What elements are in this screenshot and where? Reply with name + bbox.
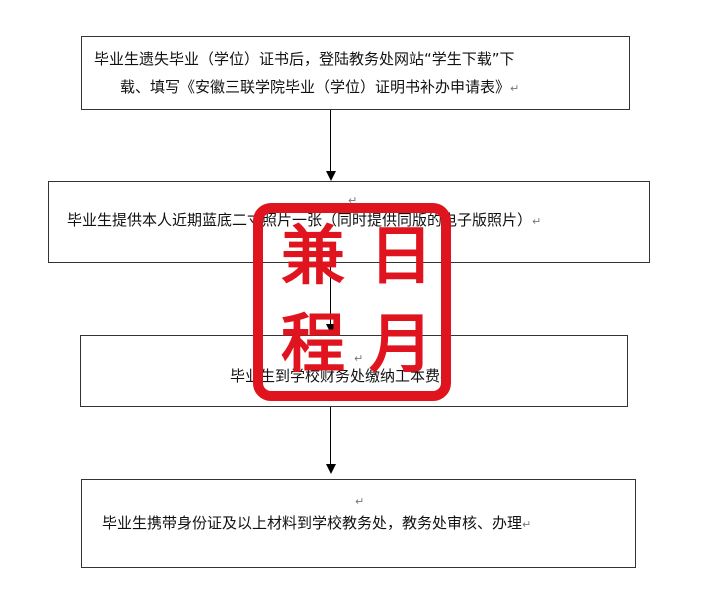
paragraph-mark: ↵ [354, 352, 364, 365]
paragraph-mark: ↵ [522, 518, 532, 531]
paragraph-mark: ↵ [532, 215, 542, 228]
step-2-line-1: 毕业生提供本人近期蓝底二寸照片一张（同时提供同版的电子版照片） [67, 211, 533, 229]
step-1-line-1: 毕业生遗失毕业（学位）证书后，登陆教务处网站“学生下载”下 [94, 50, 515, 68]
step-1-line-2: 载、填写《安徽三联学院毕业（学位）证明书补办申请表》 [120, 78, 511, 96]
step-3-line-1: 毕业生到学校财务处缴纳工本费 [230, 367, 441, 385]
flow-step-4: ↵ 毕业生携带身份证及以上材料到学校教务处，教务处审核、办理↵ [81, 479, 636, 568]
paragraph-mark: ↵ [510, 82, 520, 95]
stamp-char-cheng: 程 [281, 307, 345, 382]
arrow-head-2 [326, 324, 336, 334]
paragraph-mark: ↵ [348, 194, 358, 207]
stamp-char-ri: 日 [369, 219, 433, 294]
watermark-stamp: 兼 日 程 月 [253, 203, 451, 401]
arrow-head-3 [326, 464, 336, 474]
step-4-line-1: 毕业生携带身份证及以上材料到学校教务处，教务处审核、办理 [102, 514, 523, 532]
stamp-char-yue: 月 [369, 307, 433, 382]
connector-line-3 [330, 407, 331, 465]
flow-step-1: 毕业生遗失毕业（学位）证书后，登陆教务处网站“学生下载”下 载、填写《安徽三联学… [81, 36, 630, 110]
arrow-head-1 [326, 171, 336, 181]
paragraph-mark: ↵ [355, 495, 365, 508]
connector-line-2 [330, 263, 331, 325]
stamp-char-jian: 兼 [281, 219, 345, 294]
connector-line-1 [330, 110, 331, 172]
flow-step-2: ↵ 毕业生提供本人近期蓝底二寸照片一张（同时提供同版的电子版照片）↵ [48, 181, 650, 263]
